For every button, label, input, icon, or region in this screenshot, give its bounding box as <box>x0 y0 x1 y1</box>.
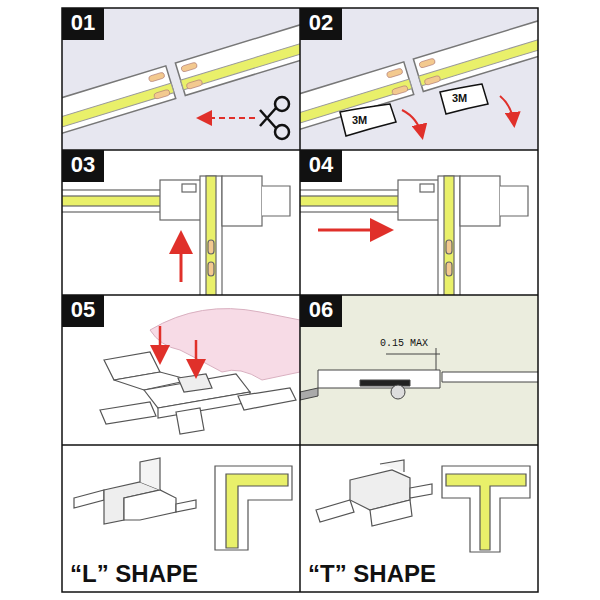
tape-label: 3M <box>452 92 467 104</box>
step-number: 01 <box>71 10 95 35</box>
step-tab: 02 <box>300 8 342 40</box>
step-number: 04 <box>309 152 333 177</box>
step-number: 03 <box>71 152 95 177</box>
step-number: 05 <box>71 297 95 322</box>
dimension-label: 0.15 MAX <box>380 338 428 349</box>
shape-caption: “T” SHAPE <box>308 560 436 588</box>
step-tab: 05 <box>62 295 104 327</box>
step-tab: 01 <box>62 8 104 40</box>
step-number: 02 <box>309 10 333 35</box>
shape-caption: “L” SHAPE <box>70 560 198 588</box>
step-tab: 03 <box>62 150 104 182</box>
step-tab: 04 <box>300 150 342 182</box>
tape-label: 3M <box>352 114 367 126</box>
step-number: 06 <box>309 297 333 322</box>
step-tab: 06 <box>300 295 342 327</box>
